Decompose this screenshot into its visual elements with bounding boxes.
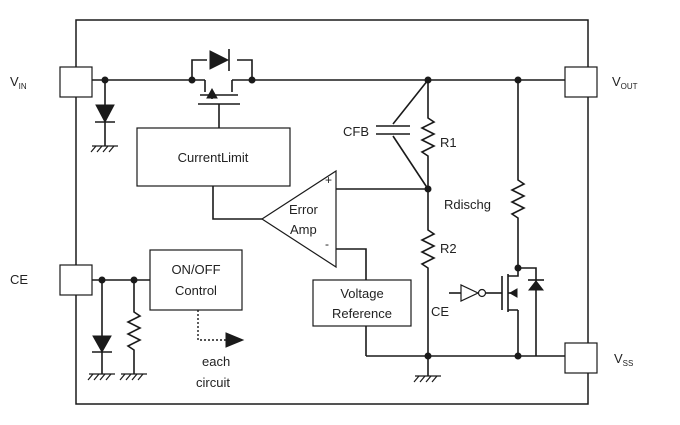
onoff-label-2: Control — [175, 283, 217, 298]
vin-label: VIN — [10, 74, 27, 91]
rdischg-label: Rdischg — [444, 197, 491, 212]
vout-pin — [564, 66, 598, 98]
ce-pulldown-resistor — [126, 280, 142, 374]
current-limit-block — [136, 127, 291, 187]
r2-resistor — [420, 189, 436, 356]
vin-pin — [59, 66, 93, 98]
error-amp-label-2: Amp — [290, 222, 317, 237]
voltage-reference-block — [312, 279, 412, 327]
ground-icon-ce-diode — [87, 373, 115, 381]
vss-pin — [564, 342, 598, 374]
ground-icon-ce-resistor — [119, 373, 147, 381]
amp-plus-label: + — [325, 173, 332, 187]
vref-label-1: Voltage — [340, 286, 383, 301]
onoff-label-1: ON/OFF — [171, 262, 220, 277]
current-limit-label: CurrentLimit — [178, 150, 249, 165]
each-circuit-arrow-icon — [225, 332, 245, 348]
vref-label-2: Reference — [332, 306, 392, 321]
vref-to-amp-wire — [336, 248, 367, 280]
ce-diode-icon — [92, 335, 112, 354]
ic-outline — [75, 19, 589, 405]
rdischg-resistor — [510, 80, 526, 268]
r1-resistor — [420, 80, 436, 189]
error-amp-label-1: Error — [289, 202, 319, 217]
discharge-nmos — [486, 267, 545, 356]
pmos-pass-transistor — [191, 49, 253, 128]
ground-icon-vin — [90, 145, 118, 153]
current-limit-to-amp-wire — [212, 186, 262, 220]
ground-icon-center — [413, 375, 441, 383]
ce-label: CE — [10, 272, 28, 287]
ce-inverter-label: CE — [431, 304, 449, 319]
cfb-capacitor — [376, 79, 429, 190]
each-label: each — [202, 354, 230, 369]
onoff-control-block — [149, 249, 243, 311]
vout-label: VOUT — [612, 74, 638, 91]
ce-pin — [59, 264, 93, 296]
amp-minus-label: - — [325, 237, 329, 251]
vss-label: VSS — [614, 351, 633, 368]
error-amp-triangle — [260, 169, 337, 269]
each-circuit-dotted-line — [197, 310, 226, 341]
ce-inverter — [449, 284, 487, 302]
cfb-label: CFB — [343, 124, 369, 139]
r1-label: R1 — [440, 135, 457, 150]
vin-diode-icon — [95, 104, 115, 124]
circuit-label: circuit — [196, 375, 230, 390]
r2-label: R2 — [440, 241, 457, 256]
